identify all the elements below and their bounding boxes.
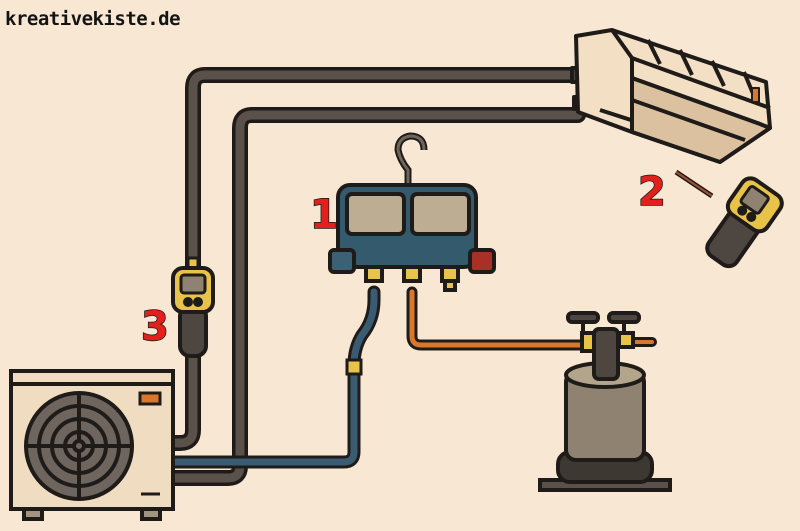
refrigerant-cylinder bbox=[538, 311, 672, 492]
brand-watermark: kreativekiste.de bbox=[5, 8, 181, 30]
label-thermometer: 2 bbox=[638, 169, 666, 215]
manifold-gauge bbox=[328, 132, 496, 292]
infrared-thermometer-icon bbox=[674, 169, 784, 269]
blue-valve-knob bbox=[328, 248, 356, 274]
label-manifold: 1 bbox=[310, 192, 338, 238]
pipe-thermometer-icon bbox=[171, 256, 215, 358]
hose-fitting bbox=[345, 358, 363, 376]
blue-low-pressure-hose bbox=[165, 285, 381, 469]
high-gauge-window bbox=[410, 192, 471, 236]
low-gauge-window bbox=[345, 192, 406, 236]
red-valve-knob bbox=[468, 248, 496, 274]
indoor-ac-unit bbox=[570, 28, 772, 164]
fan-grille-icon bbox=[24, 391, 134, 501]
label-pipe-thermometer: 3 bbox=[141, 304, 169, 350]
inner-refrigerant-pipe bbox=[164, 107, 586, 486]
outdoor-ac-unit bbox=[9, 369, 175, 521]
